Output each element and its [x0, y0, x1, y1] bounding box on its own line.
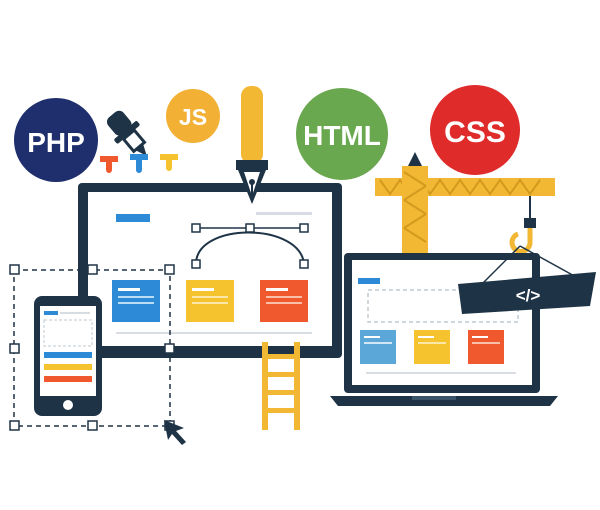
css-badge: CSS — [430, 85, 520, 175]
code-tag-icon: </> — [458, 245, 596, 314]
ladder-icon — [262, 342, 300, 430]
code-tag-label: </> — [516, 286, 541, 305]
eyedropper-icon — [100, 110, 178, 173]
pen-nib-icon — [236, 86, 268, 204]
laptop-card-orange — [468, 330, 504, 364]
html-badge-label: HTML — [303, 120, 381, 151]
phone-bar-yellow — [44, 364, 92, 370]
crane-icon — [375, 152, 555, 256]
phone-bar-blue — [44, 352, 92, 358]
js-badge: JS — [166, 89, 220, 143]
js-badge-label: JS — [179, 104, 207, 130]
html-badge: HTML — [296, 88, 388, 180]
desktop-monitor — [78, 183, 342, 358]
php-badge-label: PHP — [27, 127, 85, 158]
content-card-orange — [260, 280, 308, 322]
content-card-blue — [112, 280, 160, 322]
laptop — [330, 253, 558, 406]
laptop-card-yellow — [414, 330, 450, 364]
content-card-yellow — [186, 280, 234, 322]
css-badge-label: CSS — [444, 116, 506, 149]
mobile-phone — [34, 296, 102, 416]
laptop-card-blue — [360, 330, 396, 364]
phone-bar-orange — [44, 376, 92, 382]
php-badge: PHP — [14, 98, 98, 182]
phone-home-button — [63, 400, 73, 410]
cursor-arrow-icon — [164, 420, 186, 445]
